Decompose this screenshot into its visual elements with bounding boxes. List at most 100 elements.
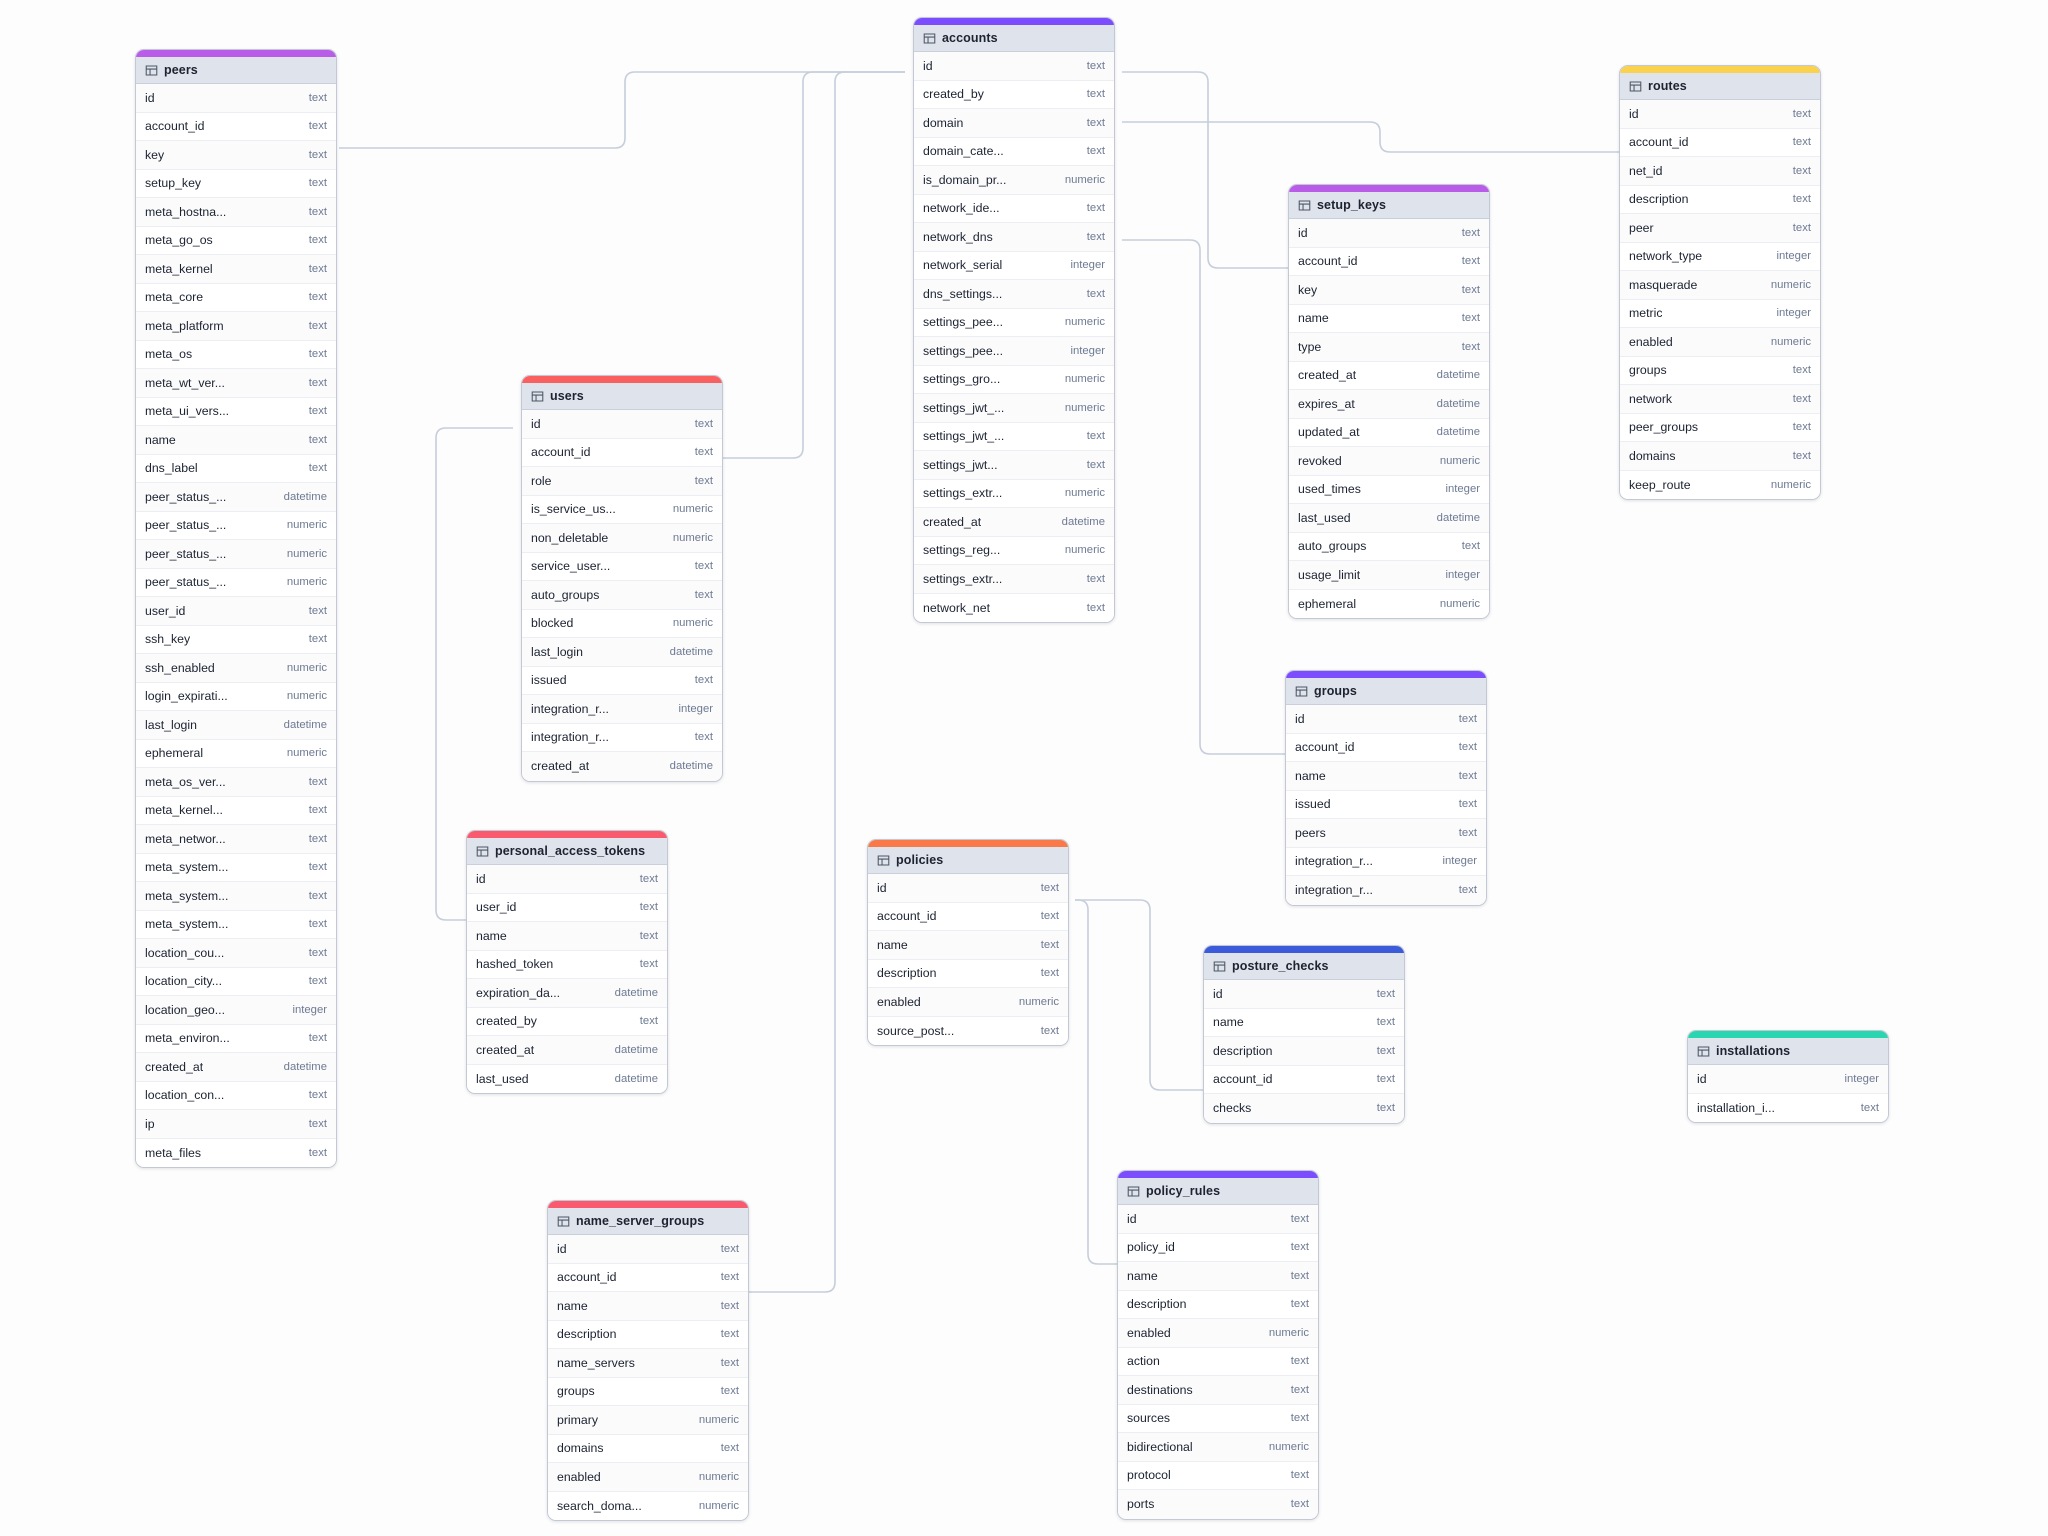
column-row[interactable]: integration_r...integer — [1286, 847, 1486, 876]
column-row[interactable]: location_cou...text — [136, 939, 336, 968]
column-row[interactable]: peer_status_...numeric — [136, 568, 336, 597]
column-row[interactable]: settings_jwt_...numeric — [914, 394, 1114, 423]
column-row[interactable]: search_doma...numeric — [548, 1491, 748, 1520]
column-row[interactable]: settings_jwt_...text — [914, 422, 1114, 451]
column-row[interactable]: meta_os_ver...text — [136, 768, 336, 797]
column-row[interactable]: location_con...text — [136, 1081, 336, 1110]
column-row[interactable]: is_domain_pr...numeric — [914, 166, 1114, 195]
column-row[interactable]: network_ide...text — [914, 194, 1114, 223]
column-row[interactable]: expiration_da...datetime — [467, 979, 667, 1008]
table-header[interactable]: installations — [1688, 1038, 1888, 1065]
table-header[interactable]: setup_keys — [1289, 192, 1489, 219]
column-row[interactable]: meta_hostna...text — [136, 198, 336, 227]
column-row[interactable]: settings_reg...numeric — [914, 536, 1114, 565]
column-row[interactable]: meta_system...text — [136, 882, 336, 911]
column-row[interactable]: login_expirati...numeric — [136, 682, 336, 711]
table-header[interactable]: personal_access_tokens — [467, 838, 667, 865]
column-row[interactable]: meta_ui_vers...text — [136, 397, 336, 426]
column-row[interactable]: meta_system...text — [136, 910, 336, 939]
column-row[interactable]: service_user...text — [522, 552, 722, 581]
table-header[interactable]: name_server_groups — [548, 1208, 748, 1235]
column-row[interactable]: peer_status_...numeric — [136, 511, 336, 540]
column-row[interactable]: settings_pee...integer — [914, 337, 1114, 366]
column-row[interactable]: settings_jwt...text — [914, 451, 1114, 480]
column-row[interactable]: peer_status_...datetime — [136, 483, 336, 512]
column-row[interactable]: meta_environ...text — [136, 1024, 336, 1053]
column-row[interactable]: is_service_us...numeric — [522, 495, 722, 524]
column-row[interactable]: location_geo...integer — [136, 996, 336, 1025]
table-header[interactable]: routes — [1620, 73, 1820, 100]
table-header[interactable]: policies — [868, 847, 1068, 874]
column-row[interactable]: settings_gro...numeric — [914, 365, 1114, 394]
column-row[interactable]: integration_r...integer — [522, 695, 722, 724]
column-row[interactable]: peer_status_...numeric — [136, 540, 336, 569]
